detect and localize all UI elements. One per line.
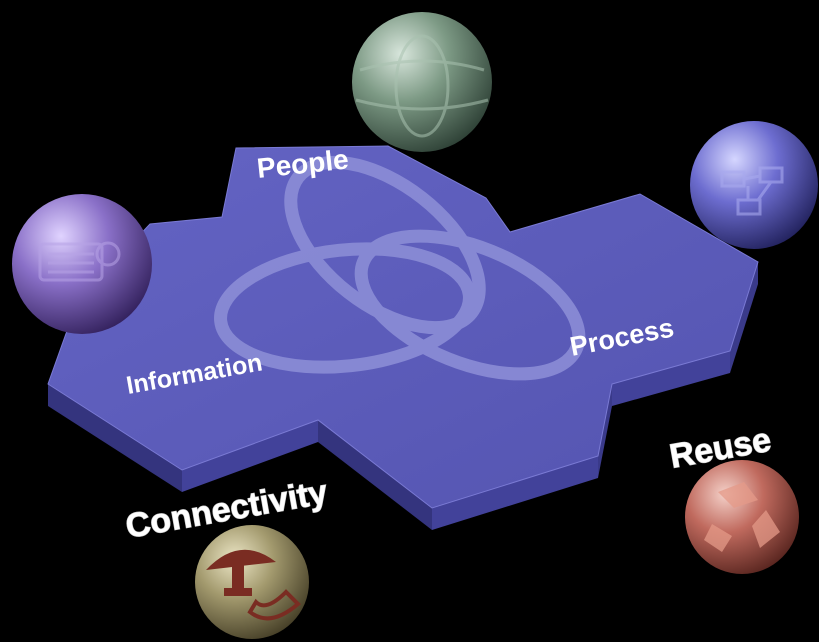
recycle-sphere xyxy=(685,460,799,574)
network-sphere xyxy=(690,121,818,249)
recycle-icon xyxy=(704,482,780,552)
ring-information xyxy=(214,242,476,374)
keyboard-sphere xyxy=(12,194,152,334)
platform-base xyxy=(48,262,758,530)
globe-sphere xyxy=(352,12,492,152)
globe-icon xyxy=(355,34,489,138)
plug-sphere xyxy=(195,525,309,639)
venn-rings xyxy=(214,155,586,381)
keyboard-icon xyxy=(38,241,121,282)
network-icon xyxy=(720,166,784,216)
plug-icon xyxy=(206,549,301,621)
ring-process xyxy=(354,229,586,381)
